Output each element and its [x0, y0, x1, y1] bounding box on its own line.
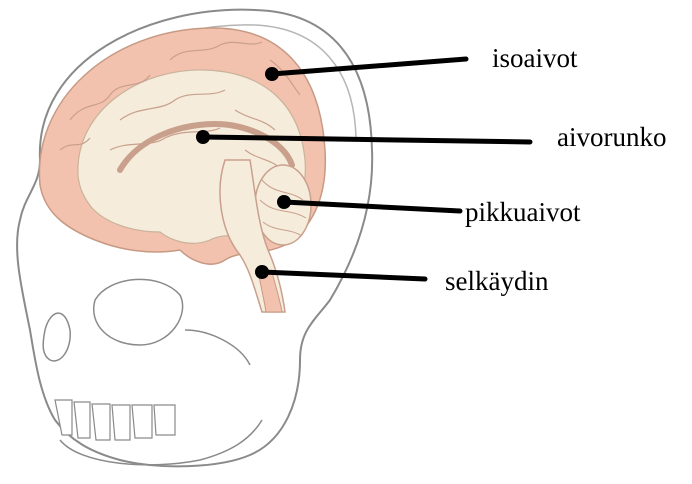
- leader-dot-cerebellum: [277, 195, 291, 209]
- label-cerebrum: isoaivot: [492, 45, 578, 72]
- leader-dot-spinal-cord: [255, 265, 269, 279]
- label-spinal-cord: selkäydin: [445, 268, 548, 295]
- label-brainstem: aivorunko: [557, 124, 666, 151]
- leader-dot-cerebrum: [265, 67, 279, 81]
- leader-dot-brainstem: [196, 130, 210, 144]
- label-cerebellum: pikkuaivot: [465, 199, 581, 226]
